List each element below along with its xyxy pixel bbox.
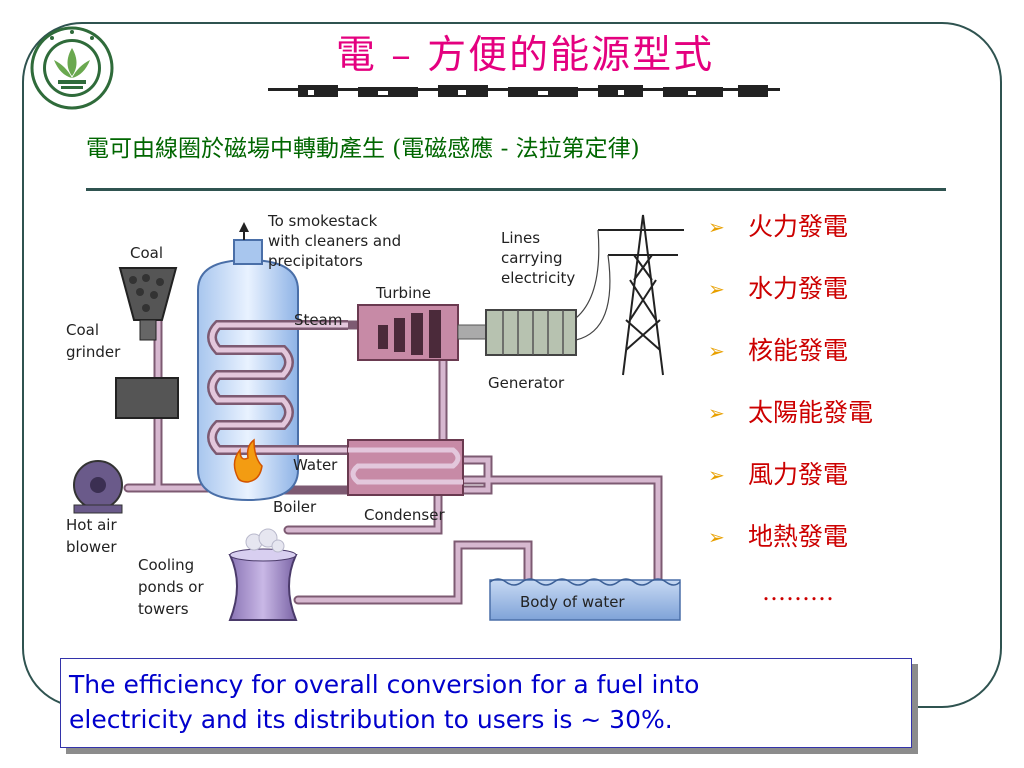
label-hot-air-blower-2: blower xyxy=(66,538,117,556)
list-ellipsis: ……… xyxy=(762,578,834,606)
flame xyxy=(233,438,263,483)
label-hot-air-blower-1: Hot air xyxy=(66,516,117,534)
list-item: ➢風力發電 xyxy=(708,458,873,520)
list-item: ➢太陽能發電 xyxy=(708,396,873,458)
label-steam: Steam xyxy=(294,311,342,329)
arrow-bullet-icon: ➢ xyxy=(708,525,725,549)
title-decoration xyxy=(268,85,780,97)
divider-line xyxy=(86,188,946,191)
label-lines-1: Lines xyxy=(501,229,540,247)
label-lines-2: carrying xyxy=(501,249,563,267)
label-coal-grinder-1: Coal xyxy=(66,321,99,339)
label-boiler: Boiler xyxy=(273,498,317,516)
list-item: ➢水力發電 xyxy=(708,272,873,334)
arrow-bullet-icon: ➢ xyxy=(708,215,725,239)
coal-grinder xyxy=(115,377,179,419)
subtitle: 電可由線圈於磁場中轉動產生 (電磁感應 - 法拉第定律) xyxy=(86,136,640,162)
list-item: ➢火力發電 xyxy=(708,210,873,272)
label-smokestack-2: with cleaners and xyxy=(268,232,401,250)
slide-title: 電 – 方便的能源型式 xyxy=(335,33,715,78)
power-plant-diagram: To smokestack with cleaners and precipit… xyxy=(66,212,684,621)
label-cooling-3: towers xyxy=(138,600,189,618)
body-of-water xyxy=(489,579,681,621)
label-smokestack-3: precipitators xyxy=(268,252,363,270)
cooling-tower xyxy=(228,554,298,621)
arrow-bullet-icon: ➢ xyxy=(708,339,725,363)
label-cooling-2: ponds or xyxy=(138,578,204,596)
arrow-bullet-icon: ➢ xyxy=(708,401,725,425)
label-body-of-water: Body of water xyxy=(520,593,625,611)
turbine xyxy=(357,304,459,361)
note-line-2: electricity and its distribution to user… xyxy=(69,705,673,734)
list-item: ➢地熱發電 xyxy=(708,520,873,582)
label-coal: Coal xyxy=(130,244,163,262)
label-smokestack-1: To smokestack xyxy=(267,212,378,230)
transmission-tower xyxy=(598,214,684,376)
arrow-bullet-icon: ➢ xyxy=(708,463,725,487)
efficiency-note: The efficiency for overall conversion fo… xyxy=(60,658,912,748)
label-water: Water xyxy=(293,456,338,474)
generator xyxy=(485,309,577,356)
arrow-bullet-icon: ➢ xyxy=(708,277,725,301)
label-cooling-1: Cooling xyxy=(138,556,194,574)
label-coal-grinder-2: grinder xyxy=(66,343,121,361)
label-turbine: Turbine xyxy=(375,284,431,302)
label-lines-3: electricity xyxy=(501,269,575,287)
university-logo xyxy=(30,26,114,110)
list-item: ➢核能發電 xyxy=(708,334,873,396)
label-generator: Generator xyxy=(488,374,565,392)
label-condenser: Condenser xyxy=(364,506,445,524)
note-line-1: The efficiency for overall conversion fo… xyxy=(69,670,700,699)
power-generation-list: ➢火力發電 ➢水力發電 ➢核能發電 ➢太陽能發電 ➢風力發電 ➢地熱發電 xyxy=(708,210,873,582)
